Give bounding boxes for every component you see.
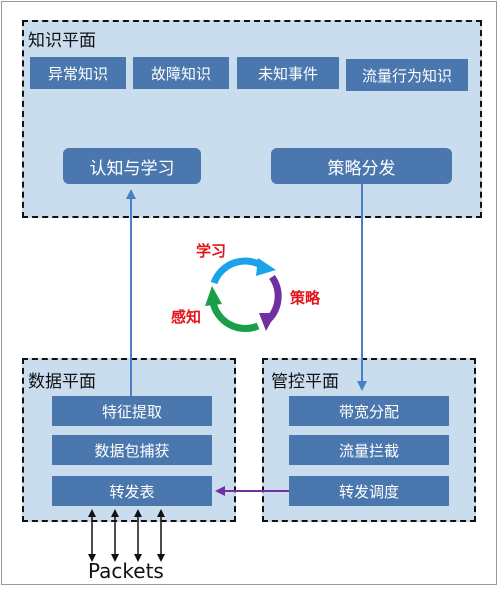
cycle-label-learn: 学习 [196,242,227,260]
cycle-arrowhead-learn [256,258,276,276]
cycle-arc-perceive [209,301,260,333]
control-item-forwarding-scheduling: 转发调度 [289,476,449,506]
learning-box: 认知与学习 [63,148,201,184]
knowledge-item-traffic-behavior: 流量行为知识 [346,59,468,91]
knowledge-item-unknown-event: 未知事件 [237,57,339,89]
cycle-label-strategy: 策略 [290,289,321,307]
data-item-packet-capture: 数据包捕获 [52,435,212,465]
packets-label: Packets [88,559,164,583]
data-item-forwarding-table: 转发表 [52,476,212,506]
knowledge-plane [22,20,482,218]
control-item-bandwidth-allocation: 带宽分配 [289,396,449,426]
policy-distribution-box: 策略分发 [271,148,452,184]
data-plane-title: 数据平面 [28,372,96,392]
control-plane-title: 管控平面 [271,372,339,392]
control-item-traffic-blocking: 流量拦截 [289,435,449,465]
data-item-feature-extraction: 特征提取 [52,396,212,426]
cycle-label-perceive: 感知 [171,308,202,326]
cycle-arrowhead-strategy [259,313,276,331]
cycle-arrowhead-perceive [205,286,222,306]
knowledge-item-anomaly: 异常知识 [30,57,126,89]
knowledge-plane-title: 知识平面 [28,31,96,51]
knowledge-item-fault: 故障知识 [133,57,229,89]
